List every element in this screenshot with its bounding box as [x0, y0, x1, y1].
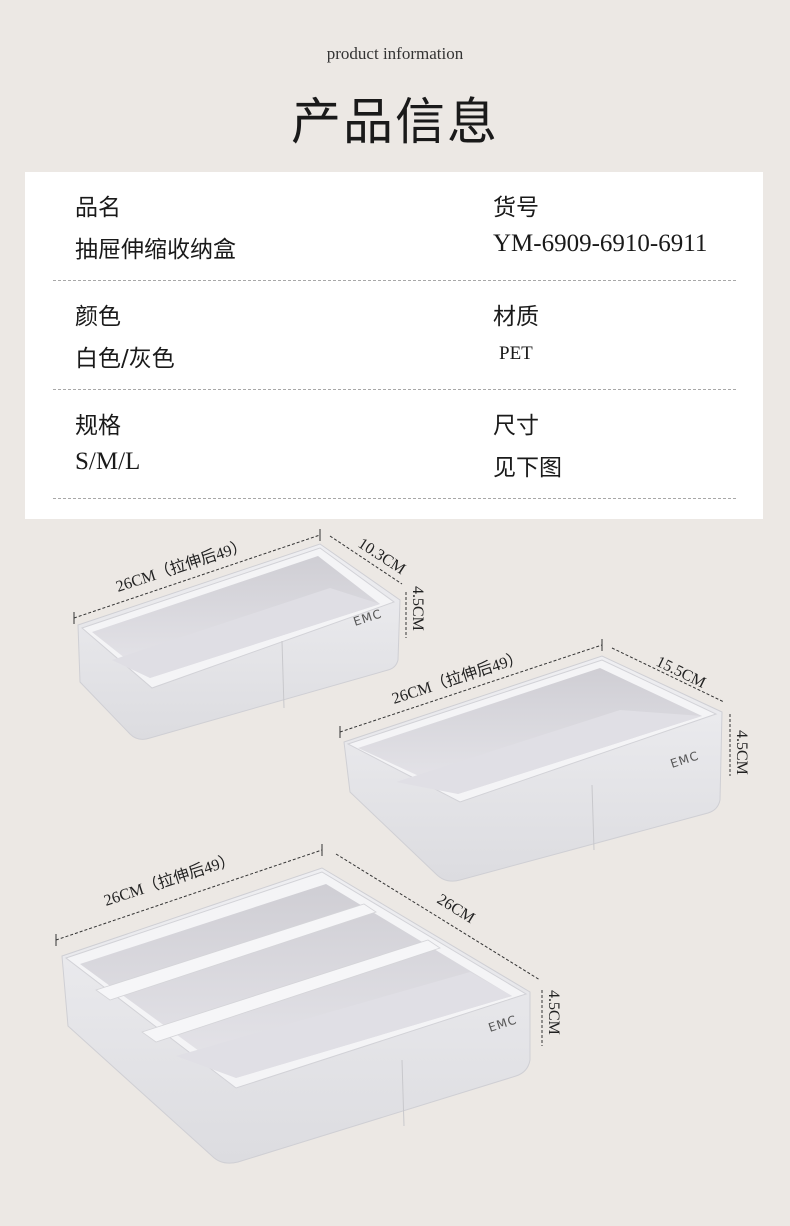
info-label: 规格: [75, 413, 121, 439]
info-row-spec: 规格 S/M/L 尺寸 见下图: [53, 390, 736, 499]
info-value: 白色/灰色: [75, 346, 175, 372]
page-subtitle: product information: [326, 44, 464, 63]
dimension-label: 4.5CM: [409, 586, 426, 631]
row-divider: [53, 389, 736, 390]
product-info-card: 品名 抽屉伸缩收纳盒 货号 YM-6909-6910-6911 颜色 白色/灰色…: [25, 172, 763, 519]
medium-height-dimension: 4.5CM: [729, 714, 750, 776]
info-value: S/M/L: [75, 448, 141, 475]
info-value: 见下图: [493, 455, 562, 481]
dimension-label: 26CM: [434, 891, 478, 927]
medium-tray: EMC: [343, 655, 723, 882]
info-value: PET: [499, 343, 533, 364]
row-divider: [53, 280, 736, 281]
info-value: 抽屉伸缩收纳盒: [75, 237, 236, 263]
info-label: 品名: [75, 195, 121, 221]
info-label: 颜色: [75, 304, 121, 330]
info-label: 尺寸: [493, 413, 539, 439]
dimension-label: 10.3CM: [355, 535, 409, 578]
small-tray: EMC: [77, 543, 401, 740]
page-title: 产品信息: [291, 93, 499, 151]
dimension-label: 4.5CM: [545, 990, 562, 1035]
info-label: 材质: [493, 304, 539, 330]
info-label: 货号: [493, 195, 539, 221]
small-height-dimension: 4.5CM: [405, 586, 426, 638]
row-divider: [53, 498, 736, 499]
large-height-dimension: 4.5CM: [541, 990, 562, 1046]
product-dimension-illustration: EMC 26CM（拉伸后49） 10.3CM 4.5CM EMC 26CM（拉伸…: [55, 529, 750, 1164]
info-row-color: 颜色 白色/灰色 材质 PET: [53, 281, 736, 390]
large-tray: EMC: [61, 867, 531, 1164]
dimension-label: 4.5CM: [733, 730, 750, 775]
info-row-name: 品名 抽屉伸缩收纳盒 货号 YM-6909-6910-6911: [53, 172, 736, 281]
dimension-label: 26CM（拉伸后49）: [102, 850, 238, 909]
info-value: YM-6909-6910-6911: [493, 230, 708, 257]
